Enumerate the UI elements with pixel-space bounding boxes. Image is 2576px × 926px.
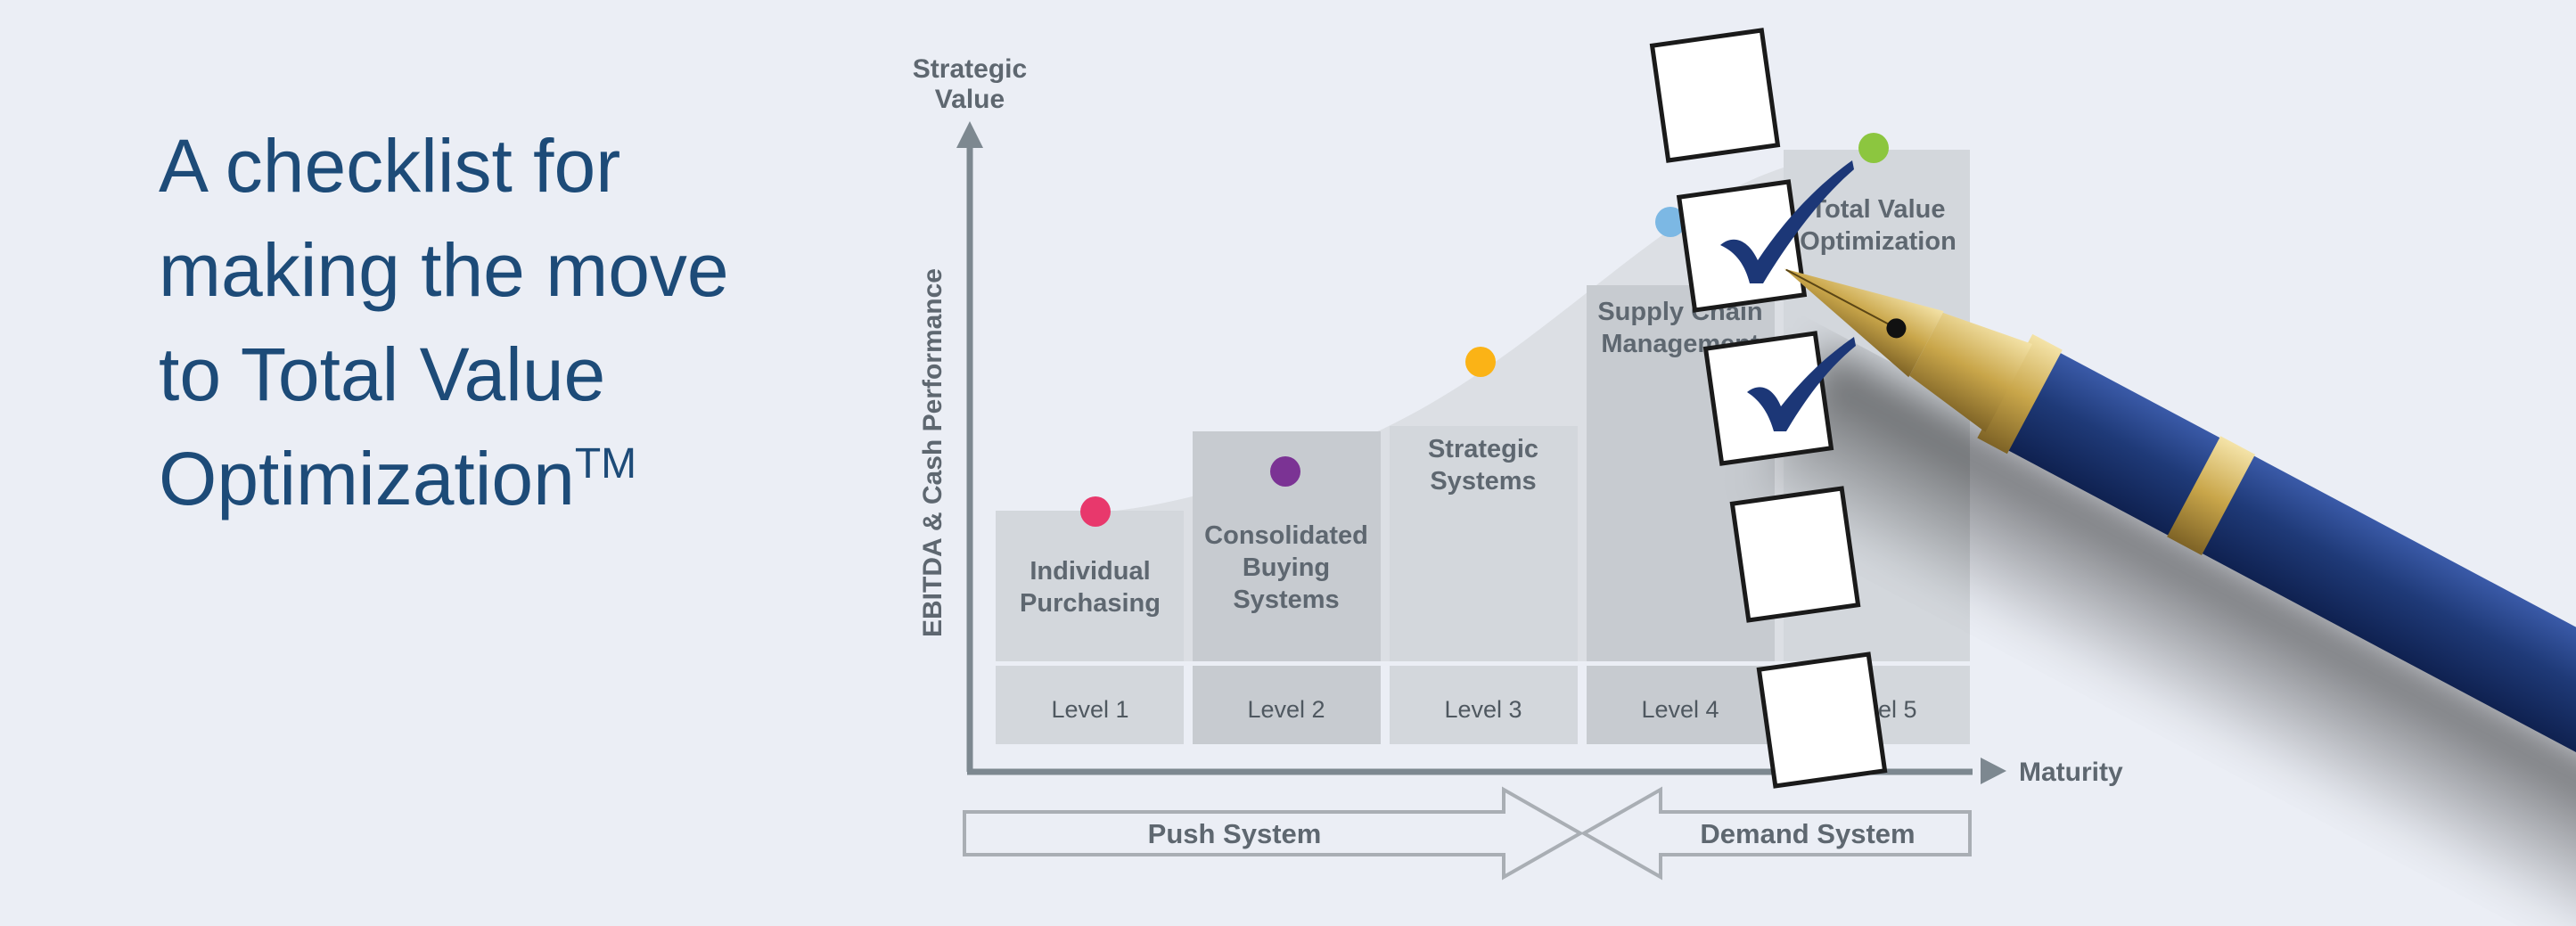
level-box-4 <box>1587 666 1775 744</box>
checkmark-2 <box>1720 160 1854 283</box>
checklist-box-5[interactable] <box>1756 651 1888 789</box>
stage-column-3 <box>1390 426 1578 661</box>
stage-dot-5 <box>1858 133 1889 163</box>
stage-dot-3 <box>1465 347 1496 377</box>
stage-dot-2 <box>1270 456 1300 487</box>
pen-band-1 <box>1977 333 2063 455</box>
headline: A checklist for making the move to Total… <box>159 114 729 531</box>
pen-nib-hole <box>1886 318 1907 339</box>
stage-2-name-line-2: Buying <box>1243 553 1330 582</box>
demand-system-label: Demand System <box>1700 818 1915 849</box>
stage-dot-1 <box>1080 496 1111 527</box>
headline-line-4-text: Optimization <box>159 437 575 520</box>
stage-column-1 <box>996 511 1184 661</box>
checklist-box-4[interactable] <box>1729 486 1861 623</box>
checklist-box-1[interactable] <box>1649 28 1781 163</box>
stage-1-name-line-2: Purchasing <box>1020 589 1161 618</box>
stage-1-name-line-1: Individual <box>1030 557 1150 586</box>
stage-3-name-line-1: Strategic <box>1428 435 1538 463</box>
pen-nib <box>1784 268 1944 378</box>
headline-line-3: to Total Value <box>159 332 606 416</box>
level-label-4: Level 4 <box>1641 696 1719 723</box>
stage-dot-4 <box>1655 207 1686 237</box>
x-axis-arrow <box>1981 758 2006 784</box>
push-system-label: Push System <box>1148 818 1322 849</box>
level-label-1: Level 1 <box>1051 696 1128 723</box>
y-axis-vertical-label: EBITDA & Cash Performance <box>918 268 948 637</box>
level-box-3 <box>1390 666 1578 744</box>
stage-2-name-line-3: Systems <box>1233 586 1339 614</box>
pen-grip <box>1909 312 2032 432</box>
level-label-3: Level 3 <box>1444 696 1522 723</box>
level-box-2 <box>1193 666 1381 744</box>
pen-band-2 <box>2167 436 2256 555</box>
push-system-arrow <box>963 786 1585 881</box>
y-axis-label-line-1: Strategic <box>913 54 1027 84</box>
pen-nib-slit <box>1785 268 1896 329</box>
headline-line-2: making the move <box>159 228 729 312</box>
stage-3-name-line-2: Systems <box>1430 467 1536 496</box>
stage-5-name-line-1: Total Value <box>1811 195 1946 224</box>
pen-barrel <box>2002 349 2576 824</box>
x-axis-label: Maturity <box>2019 758 2123 787</box>
y-axis-label-line-2: Value <box>935 85 1005 114</box>
checklist <box>1649 28 1888 789</box>
pen-shadow <box>1747 348 2576 926</box>
trademark-mark: TM <box>574 440 637 488</box>
fountain-pen <box>1784 268 2576 824</box>
stage-5-name-line-2: Optimization <box>1800 227 1957 256</box>
level-label-2: Level 2 <box>1247 696 1325 723</box>
headline-line-1: A checklist for <box>159 124 621 208</box>
checkmark-3 <box>1747 337 1856 431</box>
demand-system-arrow <box>1579 786 1972 881</box>
headline-line-4: OptimizationTM <box>159 427 729 531</box>
stage-2-name-line-1: Consolidated <box>1204 521 1368 550</box>
y-axis-arrow <box>956 121 983 148</box>
level-box-1 <box>996 666 1184 744</box>
